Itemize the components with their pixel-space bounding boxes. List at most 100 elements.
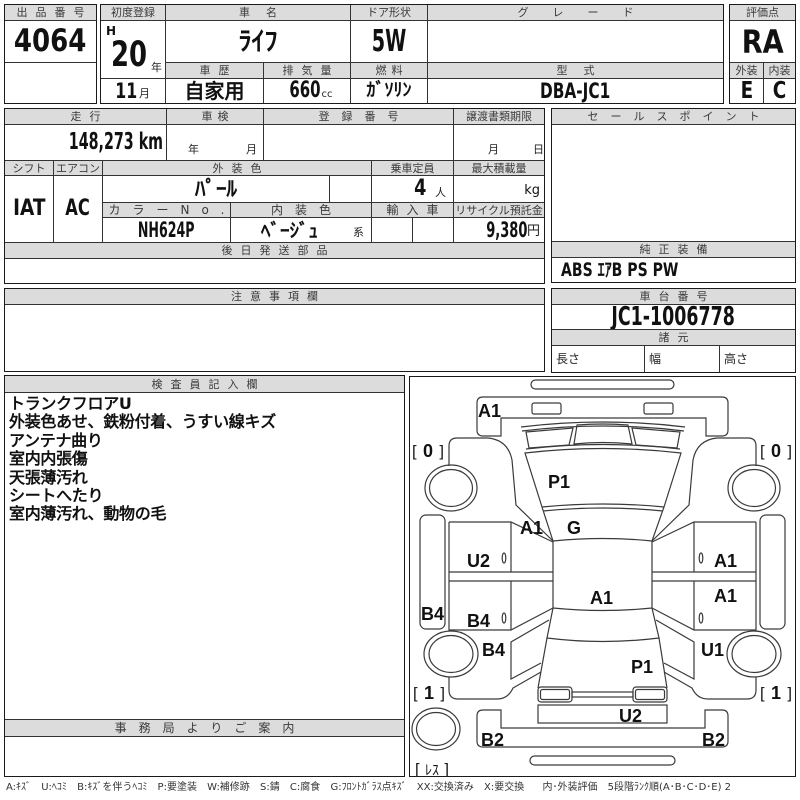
inspector-note: 室内薄汚れ、動物の毛 (9, 504, 167, 524)
model-code: DBA-JC1 (540, 78, 611, 103)
exterior-grade-cell: E (729, 78, 764, 104)
legend-item: XX:交換済み (416, 782, 474, 793)
inspection-month-unit: 月 (246, 143, 257, 156)
capacity-cell: 4 人 (371, 175, 454, 203)
spec-height-cell: 高さ (719, 345, 796, 373)
recycle-fee-unit: 円 (526, 224, 540, 239)
legend-item: A:ｷｽﾞ (6, 782, 32, 793)
specs-header: 諸元 (551, 329, 796, 346)
interior-color-header: 内装色 (230, 202, 372, 218)
car-history-header: 車歴 (165, 62, 264, 79)
interior-color-cell: ﾍﾞｰｼﾞｭ 系 (230, 217, 372, 243)
grade-header: グレード (427, 4, 724, 21)
mileage-unit: km (138, 129, 163, 155)
tire-front-right: [0] (760, 441, 793, 461)
legend-item: W:補修跡 (207, 782, 250, 793)
capacity-unit: 人 (435, 185, 446, 199)
score-header: 評価点 (729, 4, 796, 21)
spare-tire-icon (411, 707, 461, 751)
aircon-cell: AC (53, 175, 103, 243)
door-type-header: ドア形状 (350, 4, 428, 21)
windshield (541, 506, 665, 542)
mileage-cell: 148,273 km (4, 124, 167, 161)
exterior-color-header: 外装色 (102, 160, 372, 176)
hood (524, 447, 682, 508)
max-load-cell: kg (453, 175, 545, 203)
aircon: AC (65, 196, 91, 221)
spec-height-label: 高さ (724, 352, 749, 366)
car-name-header: 車名 (165, 4, 351, 21)
tire-front-left: [0] (412, 441, 445, 461)
fuel-cell: ｶﾞｿﾘﾝ (350, 78, 428, 104)
inspector-note: トランクフロアU (9, 394, 132, 413)
front-panel-right (631, 427, 681, 449)
legend-item: G:ﾌﾛﾝﾄｶﾞﾗｽ点ｷｽﾞ (330, 782, 407, 793)
legend-item: 内･外装評価 (542, 782, 598, 793)
interior-color: ﾍﾞｰｼﾞｭ (261, 220, 319, 242)
legend-item: X:要交換 (484, 782, 525, 793)
mark-left-rear-fender: B4 (482, 640, 505, 660)
mark-right-front-door: A1 (714, 551, 737, 571)
mark-left-a-pillar: A1 (520, 518, 543, 538)
mark-right-rear-fender: U1 (701, 640, 724, 660)
model-code-cell: DBA-JC1 (427, 78, 724, 104)
registration-month: 11 (115, 78, 137, 103)
inspection-header: 車検 (166, 108, 264, 125)
front-bumper-bar (530, 379, 675, 390)
inspector-note: 室内内張傷 (9, 449, 88, 469)
first-registration-header: 初度登録 (100, 4, 166, 21)
first-registration-month-cell: 11 月 (100, 78, 166, 104)
exterior-color-extra-cell (329, 175, 372, 203)
door-type: 5W (371, 23, 407, 59)
shift-header: シフト (4, 160, 54, 176)
legend-item: 5段階ﾗﾝｸ順(A･B･C･D･E) 2 (607, 782, 732, 793)
registration-number-header: 登録番号 (263, 108, 454, 125)
exterior-grade: E (740, 77, 753, 104)
lot-number-cell: 4064 (4, 20, 97, 63)
mark-back-door: P1 (631, 657, 653, 677)
color-number-header: カラーNo. (102, 202, 231, 218)
car-history-cell: 自家用 (165, 78, 264, 104)
exterior-color-cell: ﾊﾟｰﾙ (102, 175, 330, 203)
inspector-notes-body: トランクフロアU 外装色あせ、鉄粉付着、うすい線キズ アンテナ曲り 室内内張傷 … (4, 392, 405, 720)
month-unit: 月 (139, 87, 150, 100)
inspection-year-unit: 年 (188, 143, 199, 156)
legend-item: P:要塗装 (157, 782, 197, 793)
transfer-deadline-cell: 月 日 (453, 124, 545, 161)
front-bumper (476, 396, 729, 437)
color-number: NH624P (138, 217, 195, 242)
import-car-cell-2 (412, 217, 454, 243)
damage-code-legend: A:ｷｽﾞ U:ﾍｺﾐ B:ｷｽﾞを伴うﾍｺﾐ P:要塗装 W:補修跡 S:錆 … (6, 783, 738, 793)
caution-cell (4, 304, 545, 372)
car-history: 自家用 (184, 79, 245, 103)
era-label: H (106, 24, 117, 38)
lot-number: 4064 (14, 23, 87, 59)
parts-later-cell (4, 258, 545, 284)
lot-number-header: 出品番号 (4, 4, 97, 21)
inspection-cell: 年 月 (166, 124, 264, 161)
mark-windshield: G (567, 518, 581, 538)
interior-grade-header: 内装 (763, 62, 796, 79)
sales-points-header: セールスポイント (551, 108, 796, 125)
transfer-deadline-header: 譲渡書類期限 (453, 108, 545, 125)
front-lamp-right (643, 402, 674, 415)
inspector-notes-header: 検査員記入欄 (4, 375, 405, 393)
rear-garnish (571, 691, 634, 698)
recycle-fee: 9,380 (485, 217, 527, 242)
spec-width-label: 幅 (649, 352, 662, 366)
mark-roof: A1 (590, 588, 613, 608)
genuine-equipment: ABS ｴｱB PS PW (561, 258, 679, 281)
tire-rear-right: [1] (760, 683, 793, 703)
hood-edge (525, 443, 681, 450)
fuel: ｶﾞｿﾘﾝ (366, 80, 412, 101)
auction-score: RA (741, 22, 784, 61)
mileage-display: 148,273 km (69, 131, 163, 154)
recycle-fee-cell: 9,380 円 (453, 217, 545, 243)
displacement: 660 (288, 78, 321, 103)
mileage-header: 走行 (4, 108, 167, 125)
office-notice-body (4, 736, 405, 777)
office-notice-header: 事務局よりご案内 (4, 719, 405, 737)
tire-spare: [ﾚｽ] (415, 760, 450, 777)
legend-item: C:腐食 (289, 782, 321, 793)
year-unit: 年 (151, 61, 162, 74)
